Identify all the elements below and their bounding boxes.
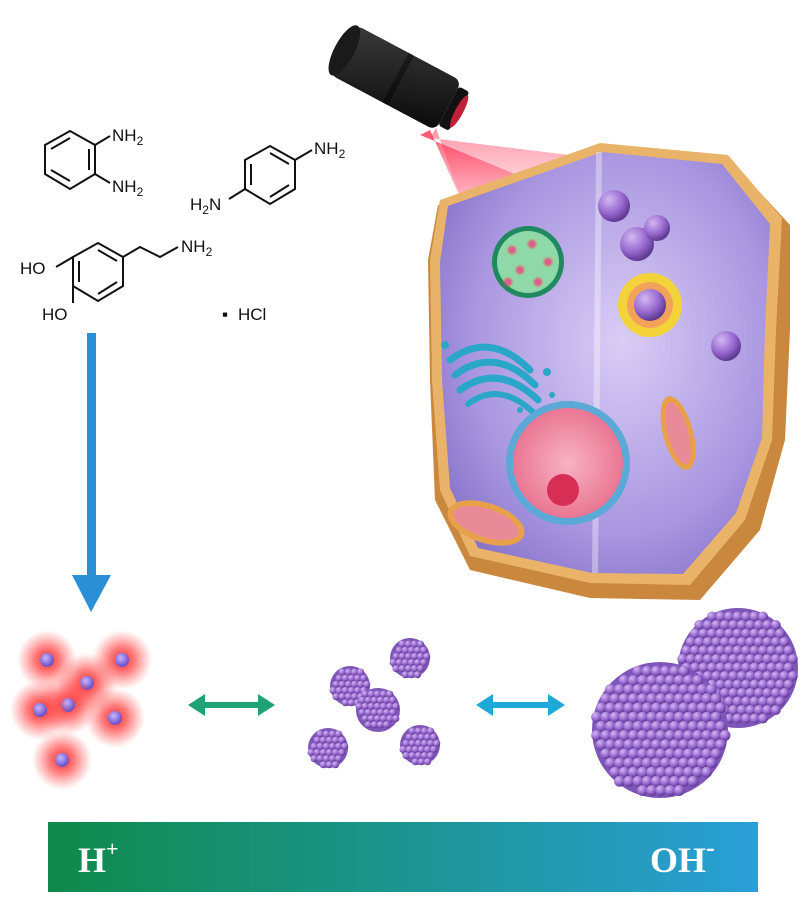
- base-label: OH-: [650, 833, 715, 880]
- amine-label-top: NH2: [112, 126, 144, 148]
- cell-illustration: [428, 143, 790, 600]
- nanoparticle-cluster: [598, 190, 741, 361]
- golgi-apparatus: [441, 341, 555, 417]
- glowing-dot: [92, 630, 152, 690]
- micelle: [618, 273, 682, 337]
- nanoparticle-aggregates-medium: [307, 638, 441, 769]
- dopamine-amine-label: NH2: [181, 237, 213, 259]
- molecule-dopamine-hcl: NH2 HO HO ▪ HCl: [20, 237, 266, 324]
- acid-label: H+: [78, 836, 119, 880]
- nanoparticle-cluster: [329, 666, 371, 707]
- glowing-dot: [10, 680, 70, 740]
- nucleolus: [547, 474, 579, 506]
- double-arrow-icon: [188, 694, 275, 716]
- double-arrow-icon: [476, 694, 565, 716]
- salt-dot: ▪: [222, 305, 228, 324]
- glowing-dot: [85, 688, 145, 748]
- fluorescent-carbon-dots: [10, 630, 152, 790]
- nanoparticle-cluster: [399, 725, 441, 766]
- nanoparticle-aggregates-large: [591, 608, 798, 798]
- amine-label-right: NH2: [314, 139, 346, 161]
- amine-label-left: H2N: [190, 195, 221, 217]
- hydroxyl-label-1: HO: [20, 259, 46, 278]
- hydroxyl-label-2: HO: [42, 305, 68, 324]
- mitochondrion: [447, 396, 696, 546]
- nanoparticle-cluster: [591, 662, 731, 798]
- nanoparticle-cluster: [307, 728, 349, 769]
- amine-label-bottom: NH2: [112, 177, 144, 199]
- vesicle-glowing: [492, 226, 564, 298]
- nucleus: [506, 401, 630, 525]
- molecule-p-phenylenediamine: NH2 H2N: [190, 139, 346, 217]
- nanoparticle-cluster: [389, 638, 431, 679]
- ph-gradient-bar: H+ OH-: [48, 822, 758, 892]
- molecule-o-phenylenediamine: NH2 NH2: [44, 126, 144, 199]
- synthesis-arrow: [72, 333, 111, 612]
- salt-label: HCl: [238, 305, 266, 324]
- glowing-dot: [32, 730, 92, 790]
- nanoparticle-cluster: [355, 688, 400, 732]
